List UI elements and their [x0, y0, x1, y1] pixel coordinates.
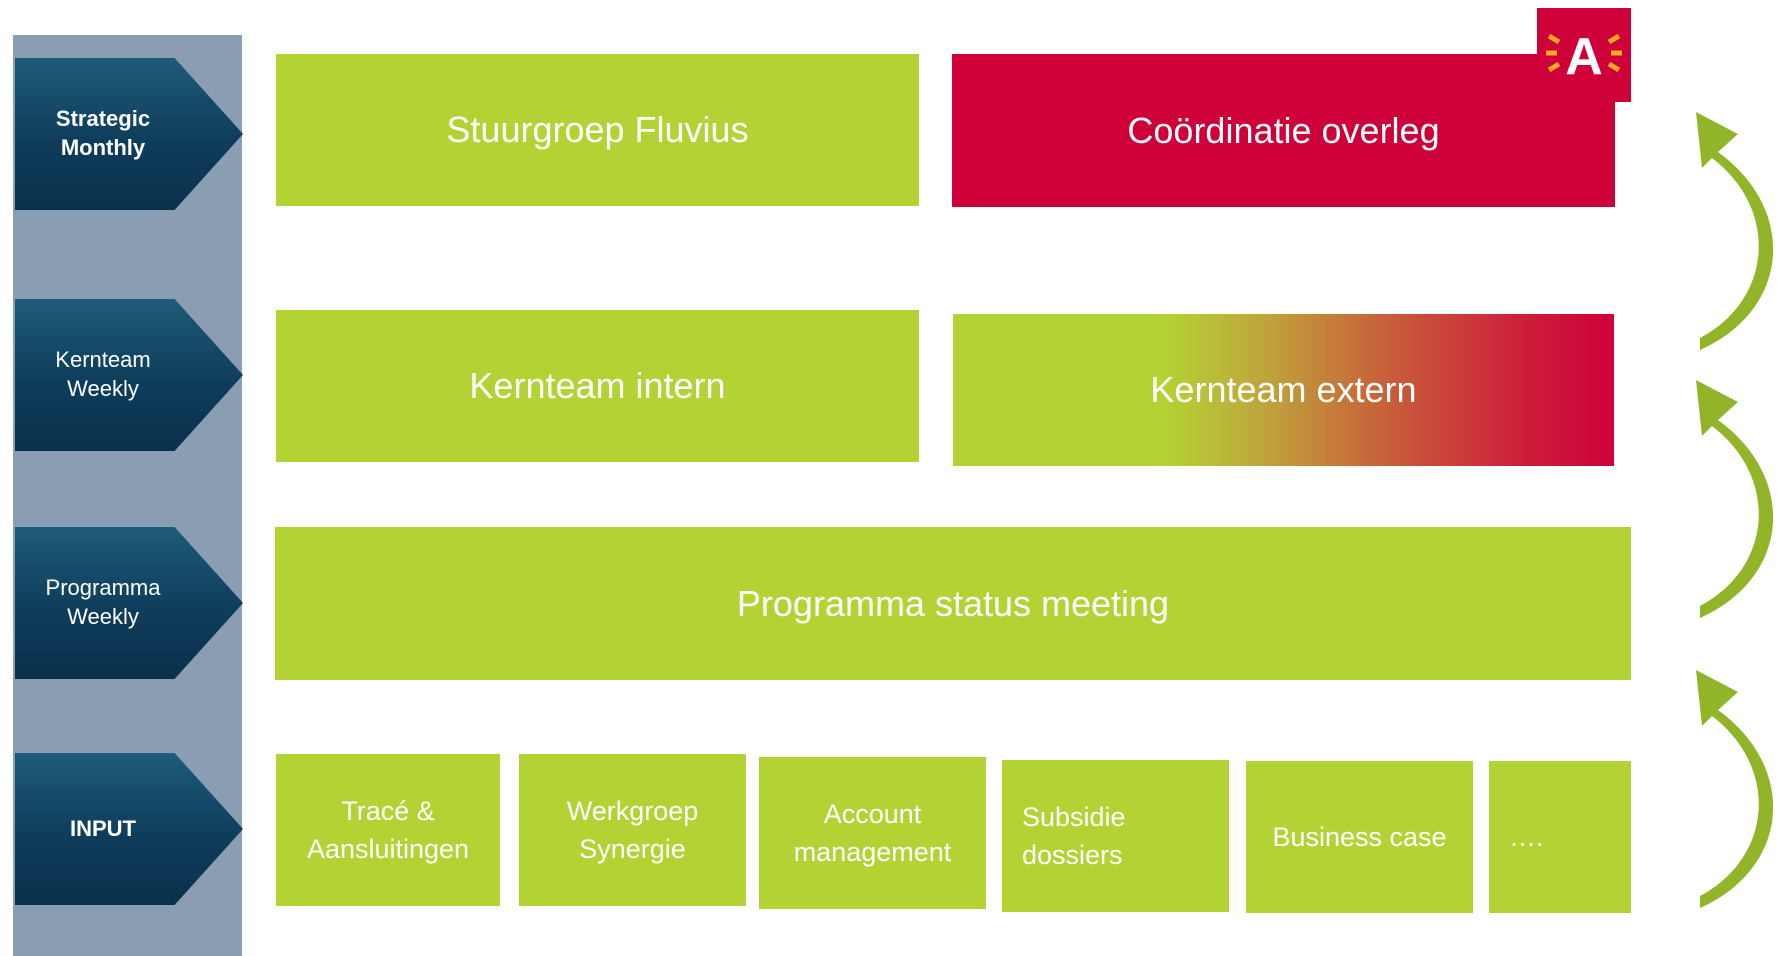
input-label: Werkgroep Synergie	[566, 795, 699, 864]
svg-text:A: A	[1565, 28, 1603, 86]
input-subsidie-dossiers: Subsidie dossiers	[1002, 760, 1229, 912]
input-label: Subsidie dossiers	[1022, 801, 1126, 870]
input-trace-aansluitingen: Tracé & Aansluitingen	[276, 754, 500, 906]
level-label: Strategic Monthly	[55, 106, 151, 160]
level-label: INPUT	[70, 815, 136, 841]
input-label: Business case	[1272, 821, 1447, 852]
kernteam-intern-box: Kernteam intern	[276, 310, 919, 462]
curved-arrow-icon	[1696, 112, 1774, 350]
input-more: ….	[1489, 761, 1631, 913]
box-label: Stuurgroep Fluvius	[446, 109, 749, 150]
box-label: Programma status meeting	[736, 582, 1170, 624]
a-logo-icon: A	[1546, 28, 1622, 86]
input-label: ….	[1509, 821, 1544, 852]
antwerpen-logo: A	[1537, 8, 1631, 102]
input-business-case: Business case	[1246, 761, 1473, 913]
feedback-arrows	[1696, 112, 1774, 908]
curved-arrow-icon	[1696, 670, 1774, 908]
input-werkgroep-synergie: Werkgroep Synergie	[519, 754, 746, 906]
input-label: Account management	[793, 798, 952, 867]
coordinatie-box: Coördinatie overleg	[952, 54, 1615, 207]
input-account-management: Account management	[759, 757, 986, 909]
box-label: Coördinatie overleg	[1127, 109, 1440, 151]
level-label: Kernteam Weekly	[55, 347, 151, 401]
box-label: Kernteam intern	[469, 365, 726, 406]
stuurgroep-box: Stuurgroep Fluvius	[276, 54, 919, 206]
kernteam-extern-box: Kernteam extern	[953, 314, 1614, 466]
programma-status-box: Programma status meeting	[275, 527, 1631, 680]
level-label: Programma Weekly	[45, 575, 161, 629]
box-label: Kernteam extern	[1150, 369, 1417, 410]
curved-arrow-icon	[1696, 380, 1774, 618]
input-label: Tracé & Aansluitingen	[306, 795, 470, 864]
